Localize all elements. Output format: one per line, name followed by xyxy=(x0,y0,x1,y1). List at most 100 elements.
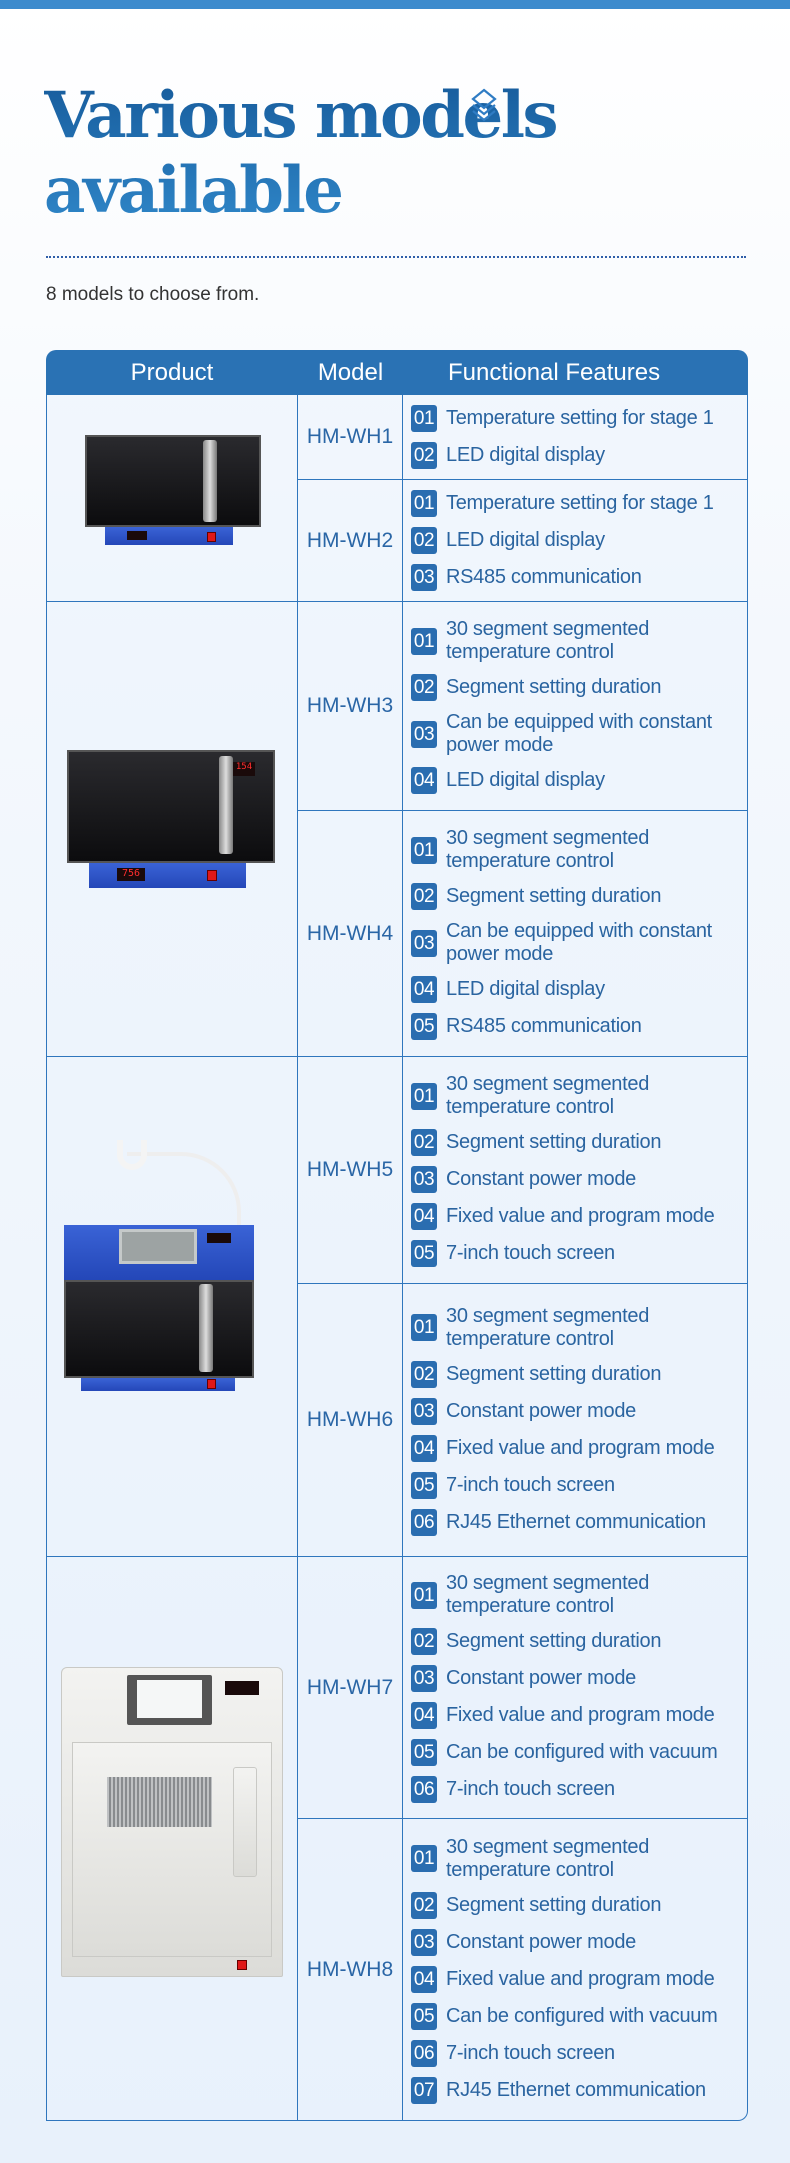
product-image-cell xyxy=(46,1057,298,1557)
base xyxy=(81,1378,235,1391)
feature-text: Fixed value and program mode xyxy=(446,1205,715,1227)
feature-text: 30 segment segmented temperature control xyxy=(446,1835,650,1881)
model-name: HM-WH2 xyxy=(298,480,403,602)
feature-text: 7-inch touch screen xyxy=(446,1778,615,1800)
feature-text: 30 segment segmented temperature control xyxy=(446,1572,650,1617)
feature-item: 03 Constant power mode xyxy=(411,1397,747,1425)
feature-text: 30 segment segmented temperature control xyxy=(446,1073,650,1118)
power-switch xyxy=(207,1379,216,1389)
model-name: HM-WH7 xyxy=(298,1557,403,1819)
model-name: HM-WH4 xyxy=(298,811,403,1057)
column-header-product: Product xyxy=(46,350,298,395)
feature-number-badge: 02 xyxy=(411,1891,437,1919)
feature-text: Segment setting duration xyxy=(446,1893,662,1916)
feature-number-badge: 02 xyxy=(411,1129,437,1156)
feature-text: LED digital display xyxy=(446,529,605,551)
feature-text: 7-inch touch screen xyxy=(446,1473,615,1496)
led-display xyxy=(127,531,147,540)
feature-number-badge: 02 xyxy=(411,883,437,910)
feature-number-badge: 01 xyxy=(411,1581,437,1609)
feature-number-badge: 04 xyxy=(411,1203,437,1230)
feature-number-badge: 05 xyxy=(411,2002,437,2030)
feature-text: LED digital display xyxy=(446,444,605,466)
column-header-model: Model xyxy=(298,350,403,395)
model-name: HM-WH6 xyxy=(298,1284,403,1557)
door-handle xyxy=(203,440,217,522)
feature-text: Constant power mode xyxy=(446,1399,636,1422)
power-switch xyxy=(207,532,216,542)
feature-list: 01 Temperature setting for stage 1 02 LED d… xyxy=(403,395,748,480)
divider xyxy=(46,256,746,258)
feature-text: RS485 communication xyxy=(446,1015,642,1037)
feature-number-badge: 05 xyxy=(411,1013,437,1040)
feature-number-badge: 04 xyxy=(411,976,437,1003)
feature-text: Can be equipped with constant power mode xyxy=(446,711,712,756)
feature-text: Constant power mode xyxy=(446,1667,636,1689)
feature-number-badge: 01 xyxy=(411,405,437,432)
feature-item: 04 Fixed value and program mode xyxy=(411,1702,747,1729)
model-name: HM-WH5 xyxy=(298,1057,403,1284)
feature-text: Fixed value and program mode xyxy=(446,1967,715,1990)
oven-body xyxy=(64,1280,254,1378)
oven-body xyxy=(67,750,275,863)
feature-number-badge: 04 xyxy=(411,1965,437,1993)
feature-text: RJ45 Ethernet communication xyxy=(446,2078,706,2101)
feature-number-badge: 01 xyxy=(411,1082,437,1110)
door-handle xyxy=(199,1284,213,1372)
power-switch xyxy=(207,870,217,881)
model-name: HM-WH8 xyxy=(298,1819,403,2121)
feature-text: Segment setting duration xyxy=(446,885,662,907)
feature-number-badge: 02 xyxy=(411,1628,437,1655)
feature-text: 30 segment segmented temperature control xyxy=(446,1304,650,1350)
feature-number-badge: 03 xyxy=(411,1397,437,1425)
touch-screen xyxy=(119,1229,197,1264)
feature-number-badge: 04 xyxy=(411,1702,437,1729)
feature-number-badge: 03 xyxy=(411,564,437,591)
feature-item: 02 LED digital display xyxy=(411,442,747,469)
feature-text: Segment setting duration xyxy=(446,1131,662,1153)
product-photo xyxy=(47,1557,297,2120)
model-name: HM-WH1 xyxy=(298,395,403,480)
product-photo xyxy=(47,395,297,601)
models-table: Product Model Functional Features HM-WH1… xyxy=(46,350,748,2121)
feature-text: Segment setting duration xyxy=(446,1362,662,1385)
feature-text: LED digital display xyxy=(446,978,605,1000)
feature-text: LED digital display xyxy=(446,769,605,791)
feature-list: 01 30 segment segmented temperature contr… xyxy=(403,1057,748,1284)
feature-text: Fixed value and program mode xyxy=(446,1704,715,1726)
feature-text: Temperature setting for stage 1 xyxy=(446,407,714,429)
led-display xyxy=(207,1233,231,1243)
model-name: HM-WH3 xyxy=(298,602,403,811)
feature-item: 04 Fixed value and program mode xyxy=(411,1965,747,1993)
table-row: HM-WH5 01 30 segment segmented temperature… xyxy=(46,1057,748,1557)
led-display: 756 xyxy=(117,868,145,881)
feature-number-badge: 05 xyxy=(411,1739,437,1766)
feature-item: 04 Fixed value and program mode xyxy=(411,1203,747,1230)
top-bar xyxy=(0,0,790,9)
feature-item: 01 Temperature setting for stage 1 xyxy=(411,405,747,432)
subtitle: 8 models to choose from. xyxy=(46,284,260,305)
led-display xyxy=(225,1681,259,1695)
window-grill xyxy=(107,1777,212,1827)
feature-list: 01 30 segment segmented temperature contr… xyxy=(403,1557,748,1819)
layers-icon xyxy=(471,88,497,122)
feature-number-badge: 02 xyxy=(411,442,437,469)
feature-number-badge: 03 xyxy=(411,929,437,957)
